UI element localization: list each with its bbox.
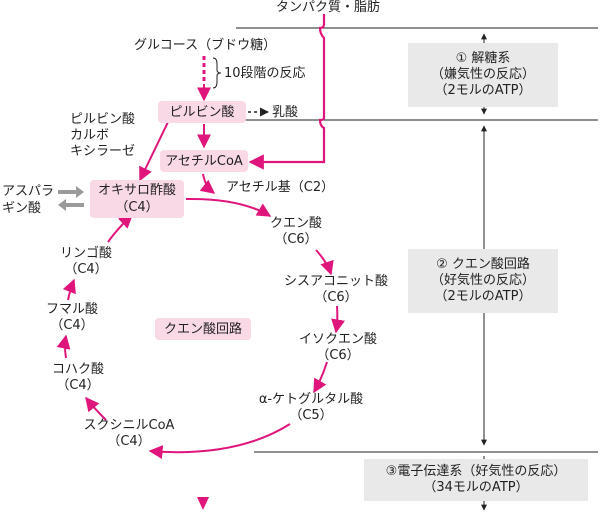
stage1-atp: （2モルのATP） bbox=[434, 83, 532, 98]
cycle-fumarate-to-malate bbox=[62, 278, 76, 301]
cycle-label: クエン酸回路 bbox=[163, 322, 242, 337]
glycolysis-brace bbox=[212, 57, 222, 89]
lactate-label: 乳酸 bbox=[272, 105, 299, 120]
fumarate-carbon: （C4） bbox=[50, 318, 94, 333]
cycle-label-box bbox=[155, 318, 251, 340]
pyruvate-label: ピルビン酸 bbox=[169, 105, 235, 120]
malate-name: リンゴ酸 bbox=[59, 246, 112, 261]
cycle-oxaloacetate-to-citrate bbox=[185, 197, 272, 217]
stage2-atp: （2モルのATP） bbox=[434, 289, 532, 304]
cycle-succinylcoa-to-succinate bbox=[85, 396, 107, 421]
succinyl-coa-name: スクシニルCoA bbox=[83, 418, 175, 433]
alpha-kg-carbon: （C5） bbox=[289, 408, 333, 423]
fumarate-name: フマル酸 bbox=[45, 302, 98, 317]
aspartate-arrow-left bbox=[58, 199, 84, 211]
acetylcoa-to-cycle bbox=[199, 173, 216, 194]
citrate-name: クエン酸 bbox=[269, 216, 322, 231]
protein-fat-label: タンパク質・脂肪 bbox=[276, 0, 381, 15]
acetyl-coa-box bbox=[160, 150, 248, 172]
stage1-text: ① 解糖系 （嫌気性の反応） （2モルのATP） bbox=[408, 51, 558, 99]
glycolysis-steps-label: 10段階の反応 bbox=[224, 66, 306, 81]
stage1-title: ① 解糖系 bbox=[455, 51, 511, 66]
malate-carbon: （C4） bbox=[64, 262, 108, 277]
stage2-panel bbox=[408, 249, 558, 313]
pyruvate-carboxylase-3: キシラーゼ bbox=[70, 144, 136, 159]
cycle-isocitrate-to-alphakg bbox=[313, 361, 328, 394]
stage3-text: ③電子伝達系（好気性の反応） （34モルのATP） bbox=[364, 464, 588, 496]
stage1-panel bbox=[408, 43, 558, 107]
aspartate-label-2: ギン酸 bbox=[2, 201, 42, 216]
oxaloacetate-box bbox=[90, 180, 184, 218]
cycle-succinate-to-fumarate bbox=[56, 334, 71, 359]
cycle-malate-to-oxaloacetate bbox=[107, 214, 134, 243]
cis-aconitate-name: シスアコニット酸 bbox=[283, 274, 388, 289]
stage2-text: ② クエン酸回路 （好気性の反応） （2モルのATP） bbox=[408, 257, 558, 305]
succinyl-coa-carbon: （C4） bbox=[107, 434, 151, 449]
cycle-cisaconitate-to-isocitrate bbox=[331, 305, 345, 334]
glucose-label: グルコース（ブドウ糖） bbox=[134, 38, 277, 53]
cycle-alphakg-to-succinylcoa bbox=[148, 423, 291, 459]
stage3-title: ③電子伝達系（好気性の反応） bbox=[385, 464, 567, 479]
aspartate-label-1: アスパラ bbox=[2, 184, 55, 199]
acetyl-coa-label: アセチルCoA bbox=[165, 154, 243, 169]
stage3-atp: （34モルのATP） bbox=[423, 480, 529, 495]
protein-fat-path bbox=[248, 14, 326, 170]
citrate-carbon: （C6） bbox=[274, 232, 318, 247]
isocitrate-carbon: （C6） bbox=[316, 348, 360, 363]
oxaloacetate-name: オキサロ酢酸 bbox=[97, 183, 176, 198]
to-electron-transport-arrowhead bbox=[197, 497, 209, 510]
cycle-citrate-to-cisaconitate bbox=[315, 249, 334, 276]
pyruvate-carboxylase-1: ピルビン酸 bbox=[70, 112, 136, 127]
cis-aconitate-carbon: （C6） bbox=[314, 290, 358, 305]
stage2-title: ② クエン酸回路 bbox=[436, 257, 530, 272]
pyruvate-to-oxaloacetate bbox=[139, 121, 169, 182]
alpha-kg-name: α-ケトグルタル酸 bbox=[258, 392, 364, 407]
pyruvate-carboxylase-2: カルボ bbox=[70, 128, 110, 143]
succinate-name: コハク酸 bbox=[51, 362, 104, 377]
acetyl-group-label: アセチル基（C2） bbox=[226, 180, 335, 195]
pyruvate-box bbox=[158, 101, 246, 123]
isocitrate-name: イソクエン酸 bbox=[298, 332, 377, 347]
stage3-panel bbox=[364, 459, 588, 501]
succinate-carbon: （C4） bbox=[56, 378, 100, 393]
stage1-type: （嫌気性の反応） bbox=[430, 67, 535, 82]
aspartate-arrow-right bbox=[58, 186, 84, 198]
stage2-type: （好気性の反応） bbox=[430, 273, 535, 288]
oxaloacetate-carbon: （C4） bbox=[115, 200, 159, 215]
